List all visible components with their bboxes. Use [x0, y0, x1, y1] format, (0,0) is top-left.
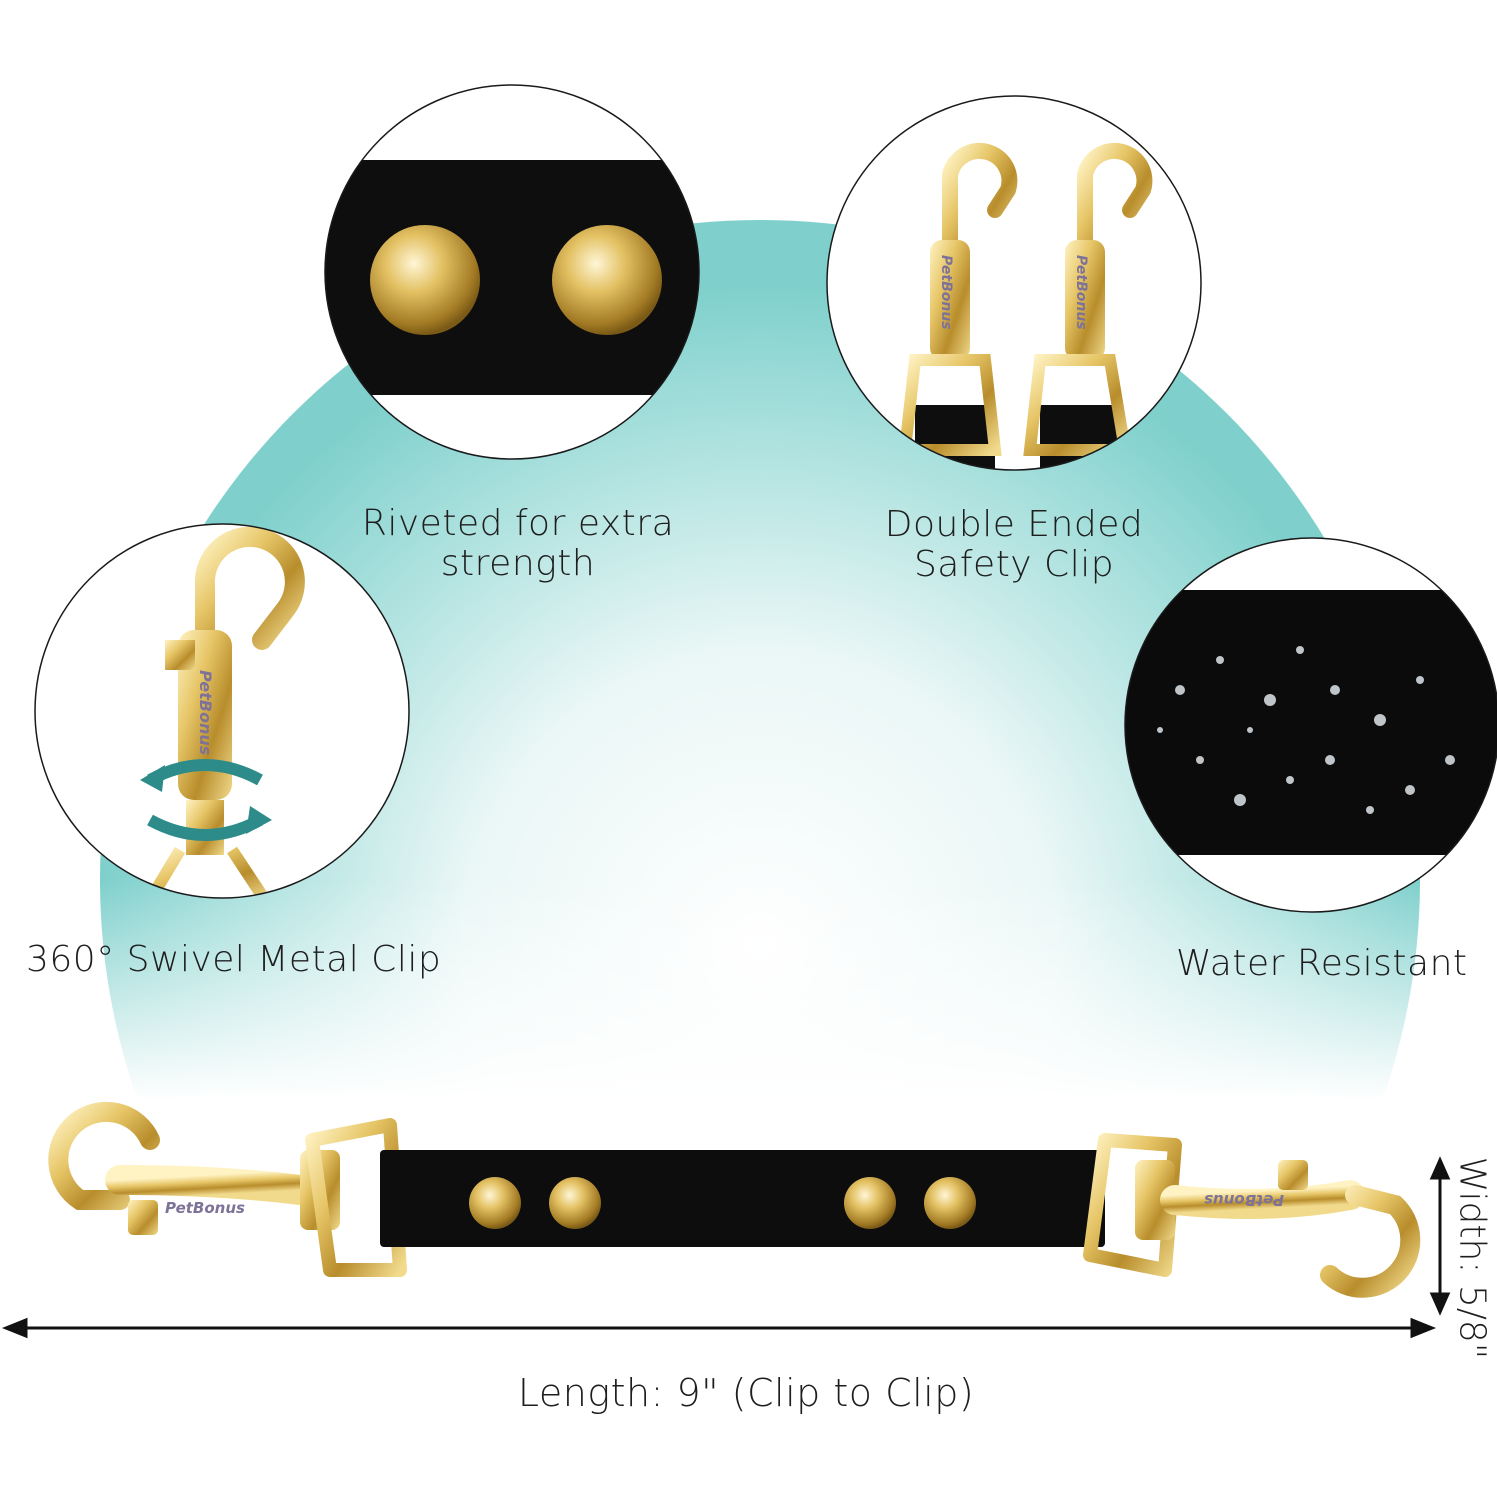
feature-label-water-resistant: Water Resistant: [1176, 943, 1468, 984]
rivet-icon: [924, 1177, 976, 1229]
feature-label-riveted: Riveted for extra strength: [361, 503, 675, 584]
brand-logo: PetBonus: [1204, 1191, 1284, 1209]
width-dimension-label: Width: 5/8": [1451, 1156, 1493, 1360]
feature-label-swivel: 360° Swivel Metal Clip: [26, 939, 442, 980]
brand-logo: PetBonus: [165, 1199, 245, 1217]
rivet-icon: [370, 225, 480, 335]
rivet-icon: [844, 1177, 896, 1229]
water-resistant-circle: [1124, 537, 1497, 913]
rivet-icon: [549, 1177, 601, 1229]
length-dimension-label: Length: 9" (Clip to Clip): [517, 1371, 975, 1415]
length-arrow: [1, 1317, 1437, 1339]
leash-coupler: PetBonus PetBonus: [48, 1101, 1421, 1298]
swivel-clip-circle: PetBonus: [34, 523, 410, 899]
brand-logo: PetBonus: [196, 670, 215, 755]
left-snap-clip-icon: [48, 1101, 407, 1277]
rivet-icon: [469, 1177, 521, 1229]
width-arrow: [1429, 1156, 1451, 1316]
strap-closeup: [1125, 590, 1497, 855]
strap-closeup: [325, 160, 699, 395]
rivet-icon: [552, 225, 662, 335]
snap-clip-icon: [144, 526, 305, 898]
rivet-detail-circle: [324, 84, 700, 460]
water-drops-icon: [1157, 646, 1455, 814]
snap-clip-icon: [898, 142, 1018, 456]
brand-logo: PetBonus: [1073, 255, 1089, 330]
right-snap-clip-icon: [1083, 1133, 1421, 1298]
feature-label-double-ended: Double Ended Safety Clip: [884, 504, 1144, 585]
brand-logo: PetBonus: [938, 255, 954, 330]
